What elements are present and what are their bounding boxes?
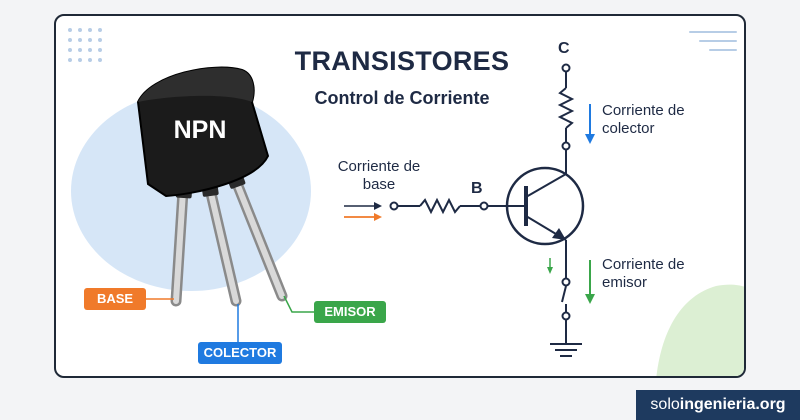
watermark-prefix: solo [650, 396, 680, 413]
watermark-suffix: ingenieria.org [679, 396, 786, 413]
transistor-circuit [389, 63, 585, 357]
diagram-card: TRANSISTORES Control de Corriente NPN BA… [54, 14, 746, 378]
diagram-title: TRANSISTORES [294, 46, 510, 76]
base-current-label: Corriente de base [337, 158, 421, 193]
base-terminal-label: B [471, 180, 483, 197]
dot-grid-decoration [68, 28, 102, 62]
npn-transistor-package [136, 66, 288, 307]
collector-current-arrow [585, 104, 595, 144]
pin-leader-lines [146, 295, 314, 342]
npn-chip-label: NPN [173, 116, 227, 144]
base-current-arrows [344, 202, 382, 221]
base-pin-tag: BASE [84, 288, 146, 310]
collector-terminal-label: C [558, 40, 570, 57]
emitter-pin-tag: EMISOR [314, 301, 386, 323]
green-blob-decoration [656, 284, 744, 376]
emitter-current-label: Corriente de emisor [602, 256, 685, 291]
lines-decoration [689, 31, 737, 51]
diagram-canvas [68, 28, 744, 376]
emitter-current-arrows [547, 258, 595, 304]
diagram-subtitle: Control de Corriente [314, 88, 490, 108]
collector-pin-tag: COLECTOR [198, 342, 282, 364]
site-watermark[interactable]: soloingenieria.org [636, 390, 800, 420]
collector-current-label: Corriente de colector [602, 102, 685, 137]
